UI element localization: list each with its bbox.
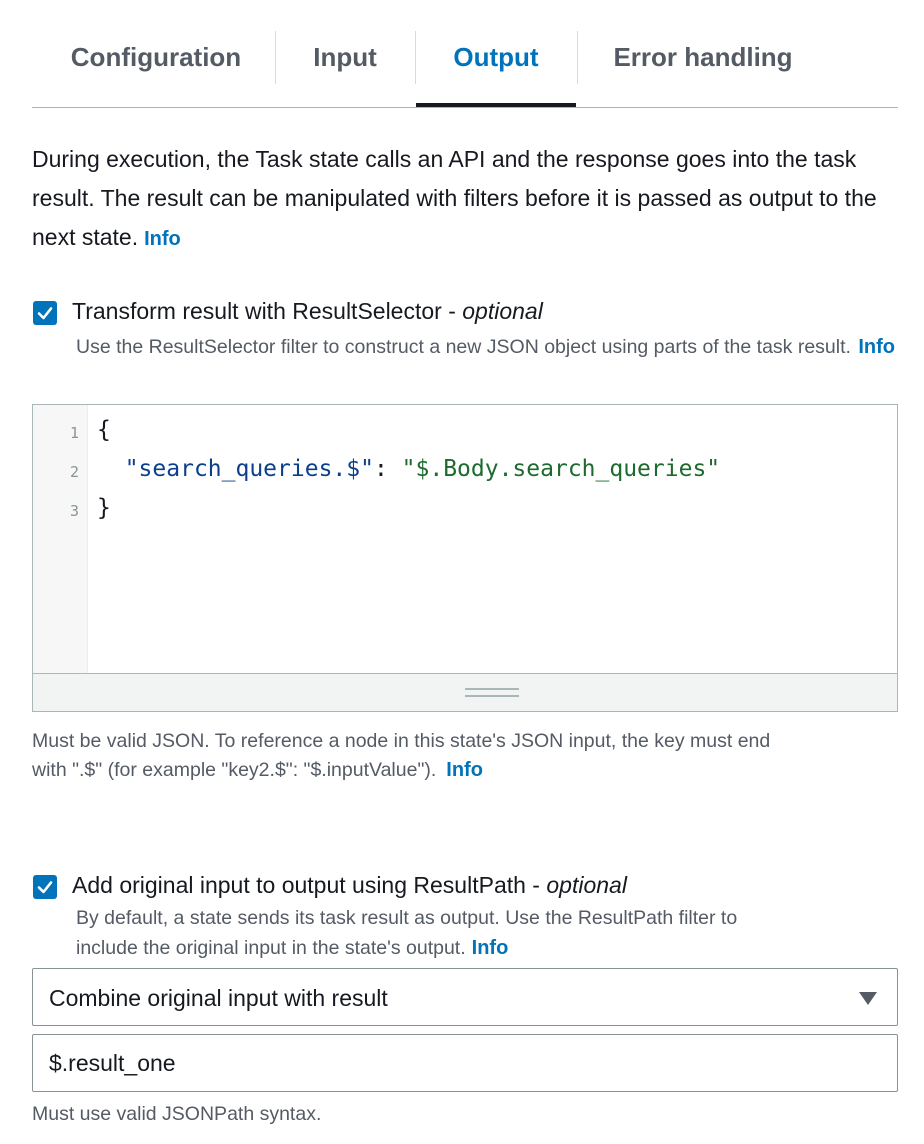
- hint-line: with ".$" (for example "key2.$": "$.inpu…: [32, 756, 898, 785]
- result-selector-label-text: Transform result with ResultSelector -: [72, 298, 463, 324]
- description-text: During execution, the Task state calls a…: [32, 146, 877, 250]
- hint-line-text: with ".$" (for example "key2.$": "$.inpu…: [32, 759, 437, 781]
- code-line: "search_queries.$": "$.Body.search_queri…: [97, 456, 720, 482]
- result-selector-label: Transform result with ResultSelector - o…: [72, 298, 543, 325]
- output-description: During execution, the Task state calls a…: [32, 140, 902, 259]
- tab-divider: [415, 31, 416, 84]
- help-line: By default, a state sends its task resul…: [76, 907, 738, 929]
- result-path-label-text: Add original input to output using Resul…: [72, 872, 547, 898]
- hint-line: Must be valid JSON. To reference a node …: [32, 730, 771, 752]
- info-link[interactable]: Info: [446, 759, 483, 781]
- select-value: Combine original input with result: [49, 985, 388, 1011]
- result-path-checkbox[interactable]: [33, 875, 57, 899]
- open-brace: {: [97, 417, 111, 443]
- result-selector-help: Use the ResultSelector filter to constru…: [76, 332, 898, 362]
- grip-line: [465, 688, 519, 690]
- json-value: "$.Body.search_queries": [401, 456, 721, 482]
- tab-divider: [275, 31, 276, 84]
- json-key: "search_queries.$": [124, 456, 374, 482]
- help-line-text: include the original input in the state'…: [76, 937, 466, 959]
- editor-resize-handle[interactable]: [33, 673, 897, 711]
- line-number: 1: [69, 424, 79, 442]
- tab-bar: Configuration Input Output Error handlin…: [32, 0, 898, 108]
- code-line: {: [97, 417, 111, 443]
- jsonpath-hint: Must use valid JSONPath syntax.: [32, 1103, 322, 1125]
- tab-divider: [577, 31, 578, 84]
- info-link[interactable]: Info: [144, 228, 181, 250]
- check-icon: [37, 307, 53, 320]
- tab-configuration[interactable]: Configuration: [70, 42, 242, 72]
- tab-output[interactable]: Output: [416, 30, 576, 107]
- caret-down-icon: [859, 992, 877, 1005]
- result-selector-checkbox[interactable]: [33, 301, 57, 325]
- grip-line: [465, 695, 519, 697]
- optional-text: optional: [546, 872, 627, 898]
- info-link[interactable]: Info: [471, 937, 509, 959]
- line-number-gutter: 1 2 3: [33, 405, 88, 673]
- tab-error-handling[interactable]: Error handling: [613, 42, 793, 72]
- help-line: include the original input in the state'…: [76, 933, 898, 963]
- optional-text: optional: [462, 298, 543, 324]
- line-number: 3: [69, 502, 79, 520]
- check-icon: [37, 881, 53, 894]
- info-link[interactable]: Info: [858, 336, 896, 358]
- result-path-label: Add original input to output using Resul…: [72, 872, 627, 899]
- json-validation-hint: Must be valid JSON. To reference a node …: [32, 727, 898, 785]
- result-selector-code-editor[interactable]: 1 2 3 { "search_queries.$": "$.Body.sear…: [32, 404, 898, 712]
- close-brace: }: [97, 495, 111, 521]
- tab-input[interactable]: Input: [313, 42, 377, 72]
- line-number: 2: [69, 463, 79, 481]
- result-selector-help-text: Use the ResultSelector filter to constru…: [76, 336, 851, 358]
- code-line: }: [97, 495, 111, 521]
- result-path-mode-select[interactable]: Combine original input with result: [32, 968, 898, 1026]
- result-path-input[interactable]: [32, 1034, 898, 1092]
- result-path-help: By default, a state sends its task resul…: [76, 903, 898, 963]
- json-colon: :: [373, 456, 402, 482]
